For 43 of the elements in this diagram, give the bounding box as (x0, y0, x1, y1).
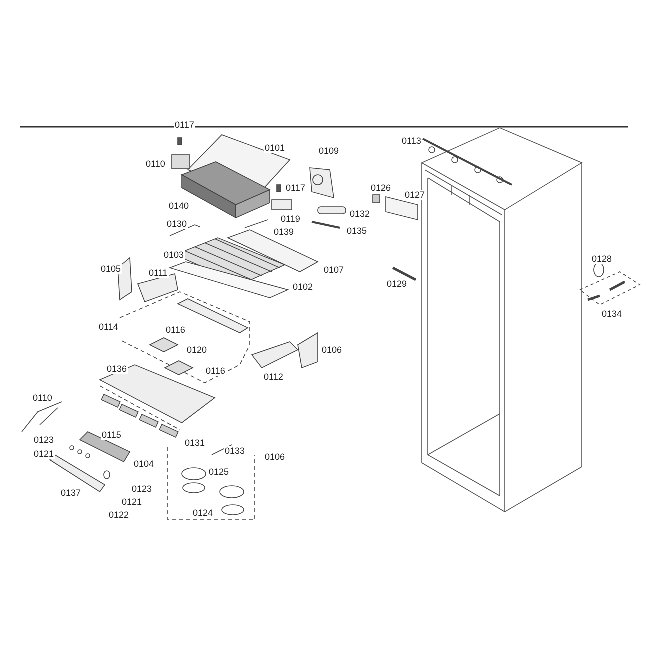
callout-number: 0105 (100, 264, 122, 274)
callout-number: 0135 (346, 226, 368, 236)
callout-number: 0116 (205, 366, 226, 376)
callout-number: 0103 (163, 250, 186, 260)
callout-number: 0123 (33, 435, 56, 445)
callout-number: 0106 (264, 452, 286, 462)
callout-number: 0121 (121, 497, 144, 507)
callout-number: 0117 (285, 183, 306, 193)
callout-number: 0136 (106, 364, 128, 374)
callout-number: 0125 (208, 467, 230, 477)
callout-number: 0129 (386, 279, 408, 289)
callout-number: 0128 (591, 254, 614, 264)
callout-number: 0114 (98, 322, 120, 332)
callout-number: 0110 (32, 393, 54, 403)
callout-number: 0120 (186, 345, 208, 355)
callout-number: 0121 (33, 449, 56, 459)
callout-number: 0111 (148, 268, 169, 278)
callout-number: 0137 (60, 488, 82, 498)
callout-number: 0119 (280, 214, 302, 224)
callout-number: 0110 (145, 159, 166, 169)
callout-number: 0115 (101, 430, 122, 440)
callout-number: 0113 (401, 136, 422, 146)
callout-number: 0109 (318, 146, 340, 156)
callout-number: 0131 (184, 438, 206, 448)
callout-number: 0140 (168, 201, 190, 211)
callout-number: 0112 (263, 372, 284, 382)
callout-number: 0123 (131, 484, 154, 494)
callout-number: 0126 (370, 183, 392, 193)
callout-number: 0104 (133, 459, 156, 469)
callout-number: 0122 (108, 510, 130, 520)
callout-number: 0134 (601, 309, 624, 319)
callout-number: 0132 (349, 209, 372, 219)
callout-number: 0102 (292, 282, 314, 292)
callout-number: 0101 (264, 143, 286, 153)
callout-number: 0127 (404, 190, 426, 200)
callout-number: 0139 (273, 227, 296, 237)
callout-number: 0133 (224, 446, 246, 456)
callout-number: 0130 (166, 219, 188, 229)
callout-number: 0116 (165, 325, 186, 335)
callout-number: 0117 (174, 120, 196, 130)
callout-number: 0106 (321, 345, 344, 355)
callout-number: 0124 (192, 508, 214, 518)
callout-number: 0107 (323, 265, 346, 275)
